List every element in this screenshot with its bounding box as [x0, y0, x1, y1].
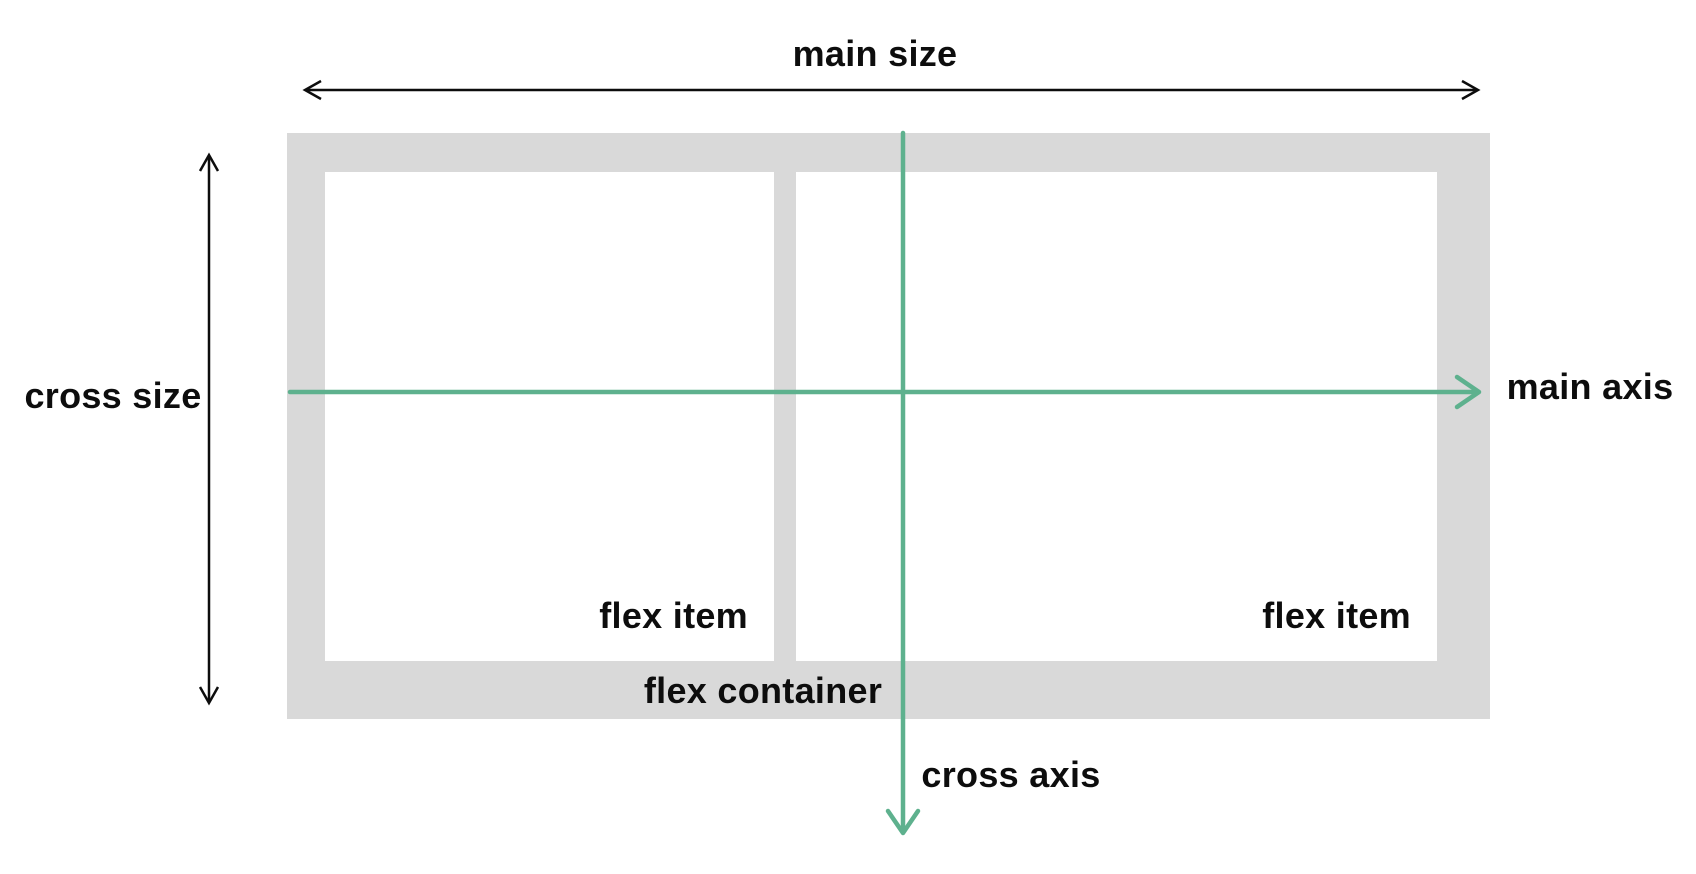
cross-size-label: cross size: [24, 375, 202, 416]
main-size-arrow-icon: [302, 79, 1481, 101]
flex-item-box-1: flex item: [325, 172, 774, 661]
main-size-label: main size: [792, 33, 958, 74]
flex-item-box-2: flex item: [796, 172, 1437, 661]
flex-item-1-label: flex item: [599, 595, 748, 636]
cross-axis-label: cross axis: [921, 754, 1101, 795]
flex-container-box: flex item flex item: [287, 133, 1490, 719]
flex-item-2-label: flex item: [1262, 595, 1411, 636]
main-axis-label: main axis: [1506, 366, 1674, 407]
cross-size-arrow-icon: [198, 152, 220, 706]
flex-container-label: flex container: [643, 670, 883, 711]
